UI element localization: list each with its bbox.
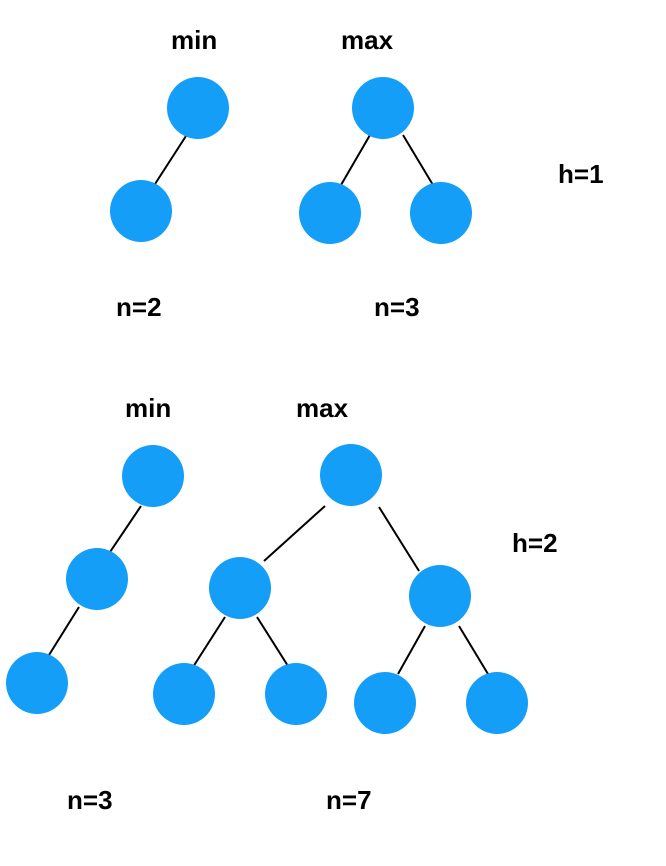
tree-node — [110, 180, 172, 242]
edge — [378, 506, 420, 572]
edge — [256, 616, 289, 667]
tree-node — [352, 77, 414, 139]
min-tree-label: min — [125, 393, 172, 423]
edge — [192, 616, 226, 668]
edge — [340, 134, 371, 186]
tree-node — [209, 557, 271, 619]
max-tree-label: max — [341, 25, 394, 55]
tree-node — [354, 672, 416, 734]
edge — [48, 606, 80, 656]
max-tree-label: max — [296, 393, 349, 423]
min-tree-label: min — [171, 25, 218, 55]
tree-node — [265, 663, 327, 725]
tree-node — [299, 182, 361, 244]
min-node-count-label: n=3 — [67, 785, 113, 815]
min-node-count-label: n=2 — [116, 292, 162, 322]
tree-node — [122, 445, 184, 507]
tree-node — [167, 77, 229, 139]
edge — [402, 134, 434, 186]
tree-node — [66, 548, 128, 610]
tree-node — [410, 182, 472, 244]
edge — [109, 505, 142, 553]
tree-node — [153, 663, 215, 725]
tree-node — [320, 444, 382, 506]
height-label: h=2 — [512, 528, 558, 558]
edge — [263, 505, 326, 562]
edge — [397, 625, 426, 675]
max-node-count-label: n=3 — [374, 292, 420, 322]
height-label: h=1 — [558, 159, 604, 189]
edge — [154, 135, 187, 185]
tree-node — [409, 565, 471, 627]
tree-node — [6, 652, 68, 714]
max-node-count-label: n=7 — [326, 785, 372, 815]
edge — [458, 625, 489, 675]
tree-node — [466, 672, 528, 734]
